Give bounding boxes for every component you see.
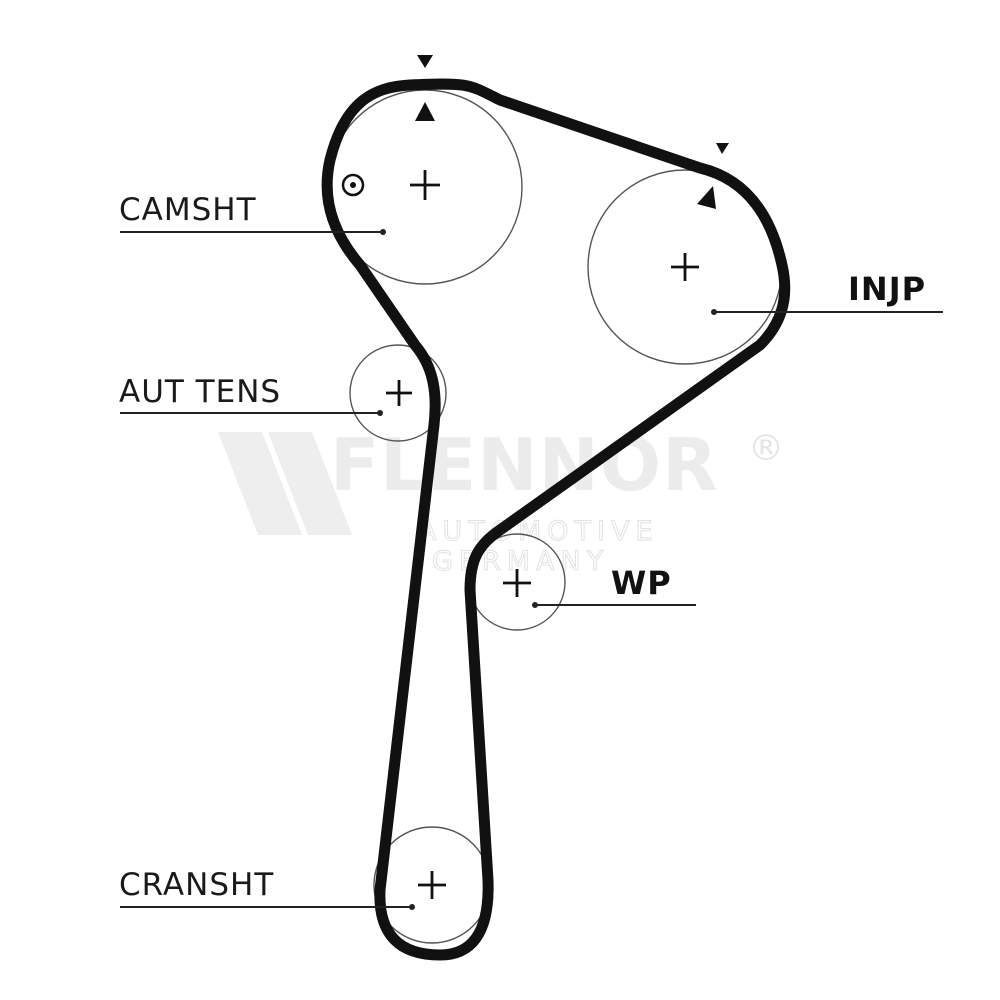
- water-pump-center-icon: [503, 569, 531, 597]
- injection-pump-leader: [711, 309, 943, 315]
- tensioner-pulley: [349, 344, 447, 442]
- label-water-pump: WP: [611, 564, 672, 602]
- watermark-line1: AUTOMOTIVE: [418, 516, 659, 547]
- tensioner-center-icon: [386, 380, 412, 406]
- crankshaft-center-icon: [418, 871, 446, 899]
- flennor-logo-icon: [218, 432, 352, 535]
- label-tensioner: AUT TENS: [119, 374, 281, 410]
- cam-timing-mark-bottom-icon: [415, 102, 435, 121]
- locking-pin-icon: [341, 173, 365, 197]
- injp-timing-mark-bottom-icon: [697, 186, 716, 209]
- label-injection-pump: INJP: [848, 270, 926, 308]
- injp-timing-mark-top-icon: [716, 143, 729, 154]
- label-crankshaft: CRANSHT: [119, 867, 274, 903]
- camshaft-center-icon: [410, 170, 440, 200]
- tensioner-leader: [120, 410, 383, 416]
- watermark-line2: GERMANY: [432, 546, 609, 577]
- flennor-watermark: FLENNOR ® AUTOMOTIVE GERMANY: [218, 423, 784, 578]
- injection-pump-center-icon: [671, 253, 699, 281]
- crankshaft-leader: [120, 904, 415, 910]
- watermark-brand: FLENNOR: [330, 423, 718, 507]
- cam-timing-mark-top-icon: [417, 55, 433, 68]
- watermark-registered-mark: ®: [748, 428, 784, 469]
- camshaft-leader: [120, 229, 386, 235]
- label-camshaft: CAMSHT: [119, 192, 257, 228]
- timing-belt: [321, 78, 791, 961]
- water-pump-leader: [532, 602, 696, 608]
